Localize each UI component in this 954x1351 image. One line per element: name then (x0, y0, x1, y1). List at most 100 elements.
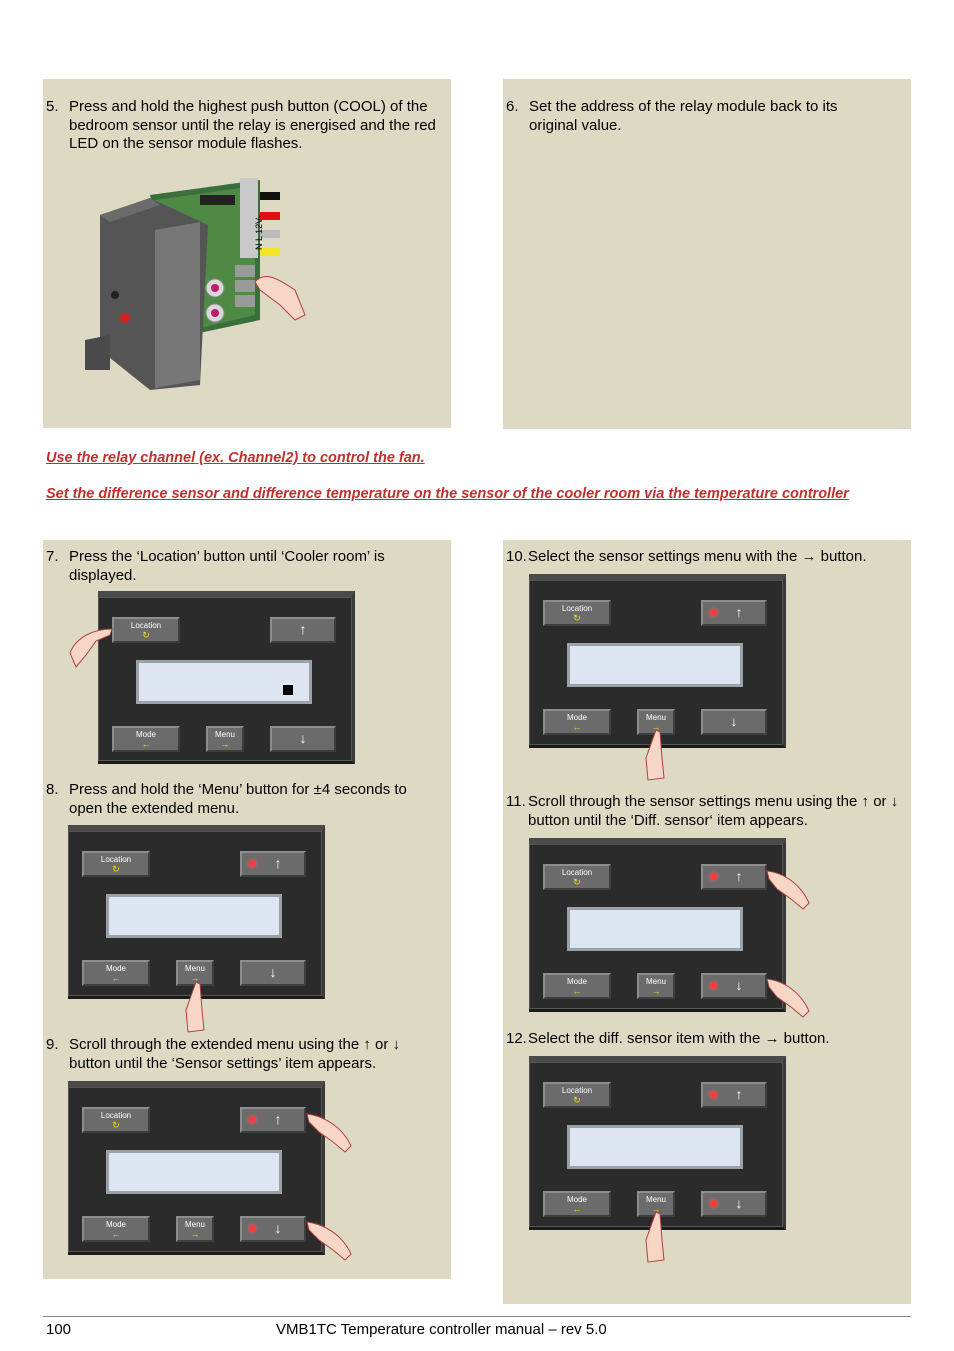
rotate-icon: ↻ (573, 613, 581, 623)
menu-button[interactable]: Menu→ (637, 973, 675, 999)
mode-button[interactable]: Mode← (82, 960, 150, 986)
lcd-display (106, 894, 282, 938)
location-label: Location (561, 1086, 593, 1095)
mode-button[interactable]: Mode← (543, 709, 611, 735)
led-indicator (249, 1116, 256, 1123)
rotate-icon: ↻ (112, 864, 120, 874)
step-6-box (503, 79, 911, 429)
mode-label: Mode (566, 977, 587, 986)
step-text: Press and hold the highest push button (… (69, 98, 436, 152)
arrow-down-icon: ↓ (735, 1195, 743, 1211)
step-text: Select the diff. sensor item with the → … (528, 1030, 830, 1047)
hand-pointer-icon (185, 981, 205, 1033)
mode-label: Mode (566, 713, 587, 722)
down-button[interactable]: ↓ (701, 973, 767, 999)
step-number: 8. (46, 781, 59, 798)
arrow-left-icon: ← (572, 986, 582, 996)
lcd-display (106, 1150, 282, 1194)
led-indicator (710, 1091, 717, 1098)
mode-label: Mode (105, 964, 126, 973)
arrow-down-icon: ↓ (269, 964, 277, 980)
step-number: 11. (506, 793, 526, 810)
mode-label: Mode (566, 1195, 587, 1204)
mode-button[interactable]: Mode← (543, 1191, 611, 1217)
location-button[interactable]: Location↻ (82, 1107, 150, 1133)
menu-button[interactable]: Menu→ (176, 1216, 214, 1242)
up-button[interactable]: ↑ (701, 1082, 767, 1108)
step-text: Select the sensor settings menu with the… (528, 548, 867, 565)
menu-label: Menu (645, 713, 666, 722)
mode-button[interactable]: Mode← (82, 1216, 150, 1242)
down-button[interactable]: ↓ (270, 726, 336, 752)
arrow-left-icon: ← (111, 1229, 121, 1239)
arrow-down-icon: ↓ (735, 977, 743, 993)
hand-pointer-icon (645, 1211, 665, 1263)
location-button[interactable]: Location↻ (112, 617, 180, 643)
hand-pointer-icon (766, 978, 810, 1018)
mode-label: Mode (105, 1220, 126, 1229)
arrow-right-icon: → (220, 739, 230, 749)
menu-label: Menu (184, 964, 205, 973)
arrow-right-icon: → (651, 986, 661, 996)
lcd-display (567, 643, 743, 687)
location-button[interactable]: Location↻ (543, 864, 611, 890)
heading-relay-channel: Use the relay channel (ex. Channel2) to … (46, 450, 425, 466)
rotate-icon: ↻ (573, 877, 581, 887)
rotate-icon: ↻ (142, 630, 150, 640)
led-indicator (710, 609, 717, 616)
hand-pointer-icon (766, 870, 810, 910)
controller-panel-step-11: Location↻ ↑ Mode← Menu→ ↓ (529, 838, 786, 1012)
arrow-right-icon: → (190, 973, 200, 983)
menu-label: Menu (645, 977, 666, 986)
arrow-right-icon: → (651, 1204, 661, 1214)
arrow-down-icon: ↓ (730, 713, 738, 729)
step-text: Scroll through the sensor settings menu … (528, 793, 899, 829)
menu-button[interactable]: Menu→ (176, 960, 214, 986)
hand-pointer-icon (69, 628, 113, 668)
location-button[interactable]: Location↻ (543, 1082, 611, 1108)
up-button[interactable]: ↑ (701, 864, 767, 890)
mode-button[interactable]: Mode← (112, 726, 180, 752)
down-button[interactable]: ↓ (701, 709, 767, 735)
step-number: 12. (506, 1030, 527, 1047)
arrow-right-icon: → (190, 1229, 200, 1239)
controller-panel-step-9: Location↻ ↑ Mode← Menu→ ↓ (68, 1081, 325, 1255)
down-button[interactable]: ↓ (701, 1191, 767, 1217)
controller-panel-step-12: Location↻ ↑ Mode← Menu→ ↓ (529, 1056, 786, 1230)
heading-difference-sensor: Set the difference sensor and difference… (46, 486, 849, 502)
arrow-down-icon: ↓ (299, 730, 307, 746)
up-button[interactable]: ↑ (701, 600, 767, 626)
mode-button[interactable]: Mode← (543, 973, 611, 999)
arrow-up-icon: ↑ (735, 604, 743, 620)
arrow-left-icon: ← (111, 973, 121, 983)
step-number: 10. (506, 548, 527, 565)
terminal-label: N L 12V- (254, 215, 264, 250)
location-button[interactable]: Location↻ (82, 851, 150, 877)
down-button[interactable]: ↓ (240, 1216, 306, 1242)
location-label: Location (100, 1111, 132, 1120)
hand-pointer-icon (645, 729, 665, 781)
menu-label: Menu (184, 1220, 205, 1229)
controller-panel-step-8: Location↻ ↑ Mode← Menu→ ↓ (68, 825, 325, 999)
up-button[interactable]: ↑ (240, 851, 306, 877)
lcd-display (136, 660, 312, 704)
led-indicator (710, 1200, 717, 1207)
lcd-display (567, 1125, 743, 1169)
menu-label: Menu (214, 730, 235, 739)
menu-button[interactable]: Menu→ (206, 726, 244, 752)
arrow-up-icon: ↑ (735, 868, 743, 884)
up-button[interactable]: ↑ (270, 617, 336, 643)
menu-label: Menu (645, 1195, 666, 1204)
arrow-right-icon: → (651, 722, 661, 732)
location-label: Location (130, 621, 162, 630)
step-text: Set the address of the relay module back… (529, 98, 838, 134)
controller-panel-step-10: Location↻ ↑ Mode← Menu→ ↓ (529, 574, 786, 748)
down-button[interactable]: ↓ (240, 960, 306, 986)
location-button[interactable]: Location↻ (543, 600, 611, 626)
rotate-icon: ↻ (573, 1095, 581, 1105)
arrow-left-icon: ← (141, 739, 151, 749)
step-text: Press and hold the ‘Menu’ button for ±4 … (69, 781, 407, 817)
up-button[interactable]: ↑ (240, 1107, 306, 1133)
arrow-up-icon: ↑ (299, 621, 307, 637)
led-indicator (710, 873, 717, 880)
